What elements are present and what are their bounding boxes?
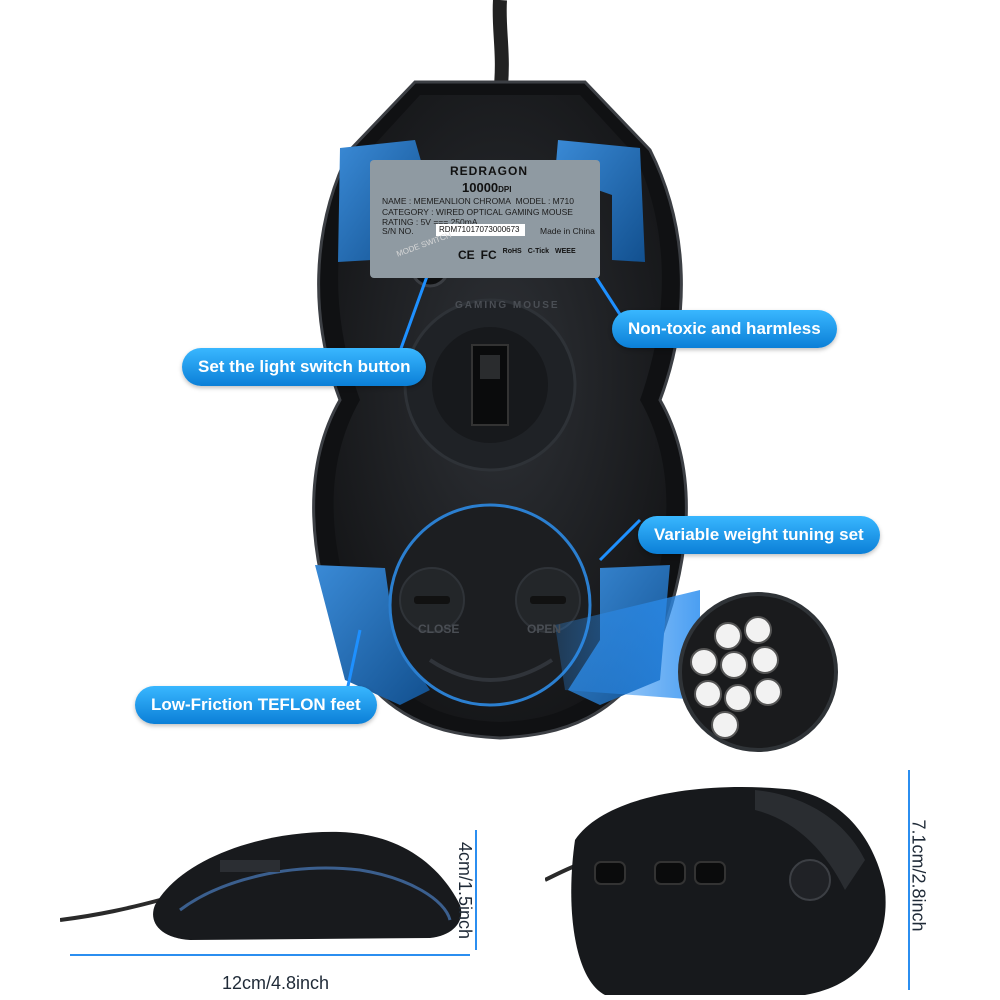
cert-marks: CE FC RoHS C-Tick WEEE (458, 248, 576, 262)
label-model: MODEL : M710 (515, 196, 574, 206)
cert-ce-icon: CE (458, 248, 475, 262)
weight-close-label: CLOSE (418, 622, 460, 636)
mouse-top-view (545, 787, 886, 995)
cert-weee-icon: WEEE (555, 248, 576, 255)
label-sn-value: RDM71017073000673 (436, 224, 525, 236)
weight-cover (388, 503, 592, 707)
cert-fc-icon: FC (480, 248, 497, 262)
mouse-side-view (60, 831, 470, 956)
mouse-bottom-view (312, 0, 838, 752)
dpi-unit: DPI (498, 185, 512, 194)
top-dragon-logo-icon (789, 859, 831, 901)
dimension-width: 7.1cm/2.8inch (908, 819, 929, 932)
label-sn-label: S/N NO. (382, 226, 414, 236)
side-shell (153, 831, 462, 940)
label-origin: Made in China (540, 226, 595, 236)
top-shell (571, 787, 886, 995)
dimension-length: 12cm/4.8inch (222, 973, 330, 993)
width-dim-line (908, 770, 910, 990)
label-rating: RATING : 5V === 250mA (382, 217, 478, 227)
label-category: CATEGORY : WIRED OPTICAL GAMING MOUSE (382, 207, 573, 217)
side-cable (60, 898, 161, 922)
label-name-line: NAME : MEMEANLION CHROMA MODEL : M710 (382, 196, 574, 206)
callout-non-toxic: Non-toxic and harmless (612, 310, 837, 348)
dpi-number: 10000 (462, 180, 499, 195)
product-label-plate: REDRAGON 10000DPI NAME : MEMEANLION CHRO… (370, 160, 600, 278)
top-cable (545, 864, 576, 882)
label-name: NAME : MEMEANLION CHROMA (382, 196, 511, 206)
height-dim-line (475, 830, 477, 950)
cert-rohs-icon: RoHS (502, 248, 522, 255)
callout-teflon-feet: Low-Friction TEFLON feet (135, 686, 377, 724)
weight-open-label: OPEN (527, 622, 562, 636)
teflon-foot-bottom-left (315, 565, 430, 705)
dimension-height: 4cm/1.5inch (455, 841, 476, 940)
callout-light-switch: Set the light switch button (182, 348, 427, 386)
callout-weight-tuning: Variable weight tuning set (638, 516, 880, 554)
dpi-value: 10000DPI (462, 180, 512, 195)
sensor-ring-text: GAMING MOUSE (455, 300, 560, 311)
brand-logo: REDRAGON (450, 164, 529, 178)
weight-beam (555, 590, 700, 700)
cert-ctick-icon: C-Tick (527, 248, 550, 255)
